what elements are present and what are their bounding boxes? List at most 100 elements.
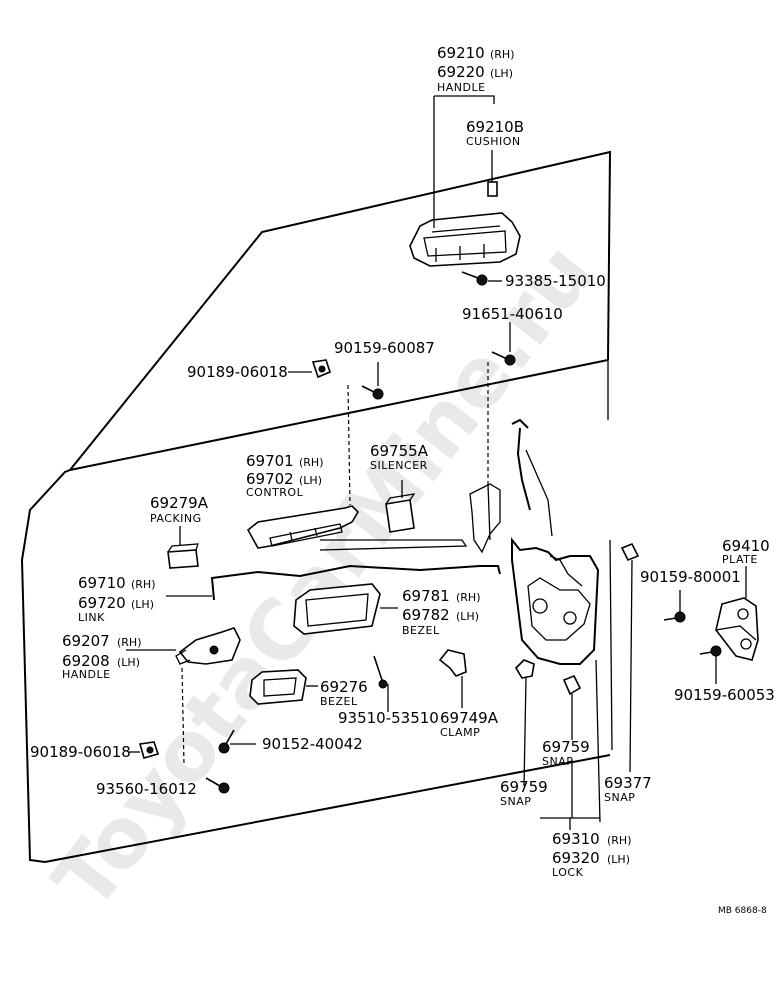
- svg-text:69320: 69320: [552, 849, 600, 867]
- label-bolt-91651: 91651-40610: [462, 305, 563, 323]
- svg-text:BEZEL: BEZEL: [320, 695, 358, 708]
- svg-text:LOCK: LOCK: [552, 866, 584, 879]
- screw-93510-part: [373, 655, 388, 689]
- label-screw-90159-80001: 90159-80001: [640, 568, 741, 586]
- snap-69759-b-part: [562, 674, 582, 696]
- svg-text:PLATE: PLATE: [722, 553, 758, 566]
- label-lock: 69310 (RH) 69320 (LH) LOCK: [552, 830, 632, 879]
- label-handle-outer: 69210 (RH) 69220 (LH) HANDLE: [433, 44, 515, 228]
- svg-text:(LH): (LH): [131, 598, 154, 611]
- link-part: [210, 564, 501, 601]
- svg-text:(RH): (RH): [490, 48, 515, 61]
- label-bezel-inner: 69781 (RH) 69782 (LH) BEZEL: [402, 587, 481, 637]
- svg-text:SNAP: SNAP: [604, 791, 635, 804]
- svg-text:69710: 69710: [78, 574, 126, 592]
- label-handle-inner: 69207 (RH) 69208 (LH) HANDLE: [62, 632, 142, 681]
- label-bezel-small: 69276 BEZEL: [320, 678, 368, 708]
- svg-text:HANDLE: HANDLE: [437, 81, 486, 94]
- label-control: 69701 (RH) 69702 (LH) CONTROL: [246, 452, 324, 499]
- svg-text:CUSHION: CUSHION: [466, 135, 521, 148]
- svg-text:(LH): (LH): [299, 474, 322, 487]
- screw-90159-80001-part: [663, 611, 686, 623]
- svg-text:SILENCER: SILENCER: [370, 459, 428, 472]
- label-packing: 69279A PACKING: [150, 494, 209, 525]
- svg-text:(LH): (LH): [456, 610, 479, 623]
- svg-text:69749A: 69749A: [440, 709, 499, 727]
- label-screw-90159-60053: 90159-60053: [674, 686, 775, 704]
- svg-text:69210B: 69210B: [466, 118, 524, 136]
- svg-text:69701: 69701: [246, 452, 294, 470]
- clamp-part: [438, 649, 467, 677]
- label-plate: 69410 PLATE: [722, 537, 770, 566]
- svg-text:CLAMP: CLAMP: [440, 726, 480, 739]
- svg-text:69279A: 69279A: [150, 494, 209, 512]
- inner-handle-part: [175, 627, 241, 665]
- snap-69759-a-part: [514, 659, 535, 679]
- plate-part: [715, 597, 759, 661]
- svg-text:(LH): (LH): [607, 853, 630, 866]
- drawing-code: MB 6868-8: [718, 906, 767, 916]
- svg-text:69781: 69781: [402, 587, 450, 605]
- svg-text:69377: 69377: [604, 774, 652, 792]
- screw-93560-part: [205, 777, 230, 794]
- label-snap-69759-b: 69759 SNAP: [542, 738, 590, 768]
- screw-90152-part: [218, 729, 235, 754]
- svg-text:(LH): (LH): [490, 67, 513, 80]
- clip-90189-top-part: [311, 359, 331, 379]
- label-screw-90159-60087: 90159-60087: [334, 339, 435, 357]
- label-cushion: 69210B CUSHION: [466, 118, 524, 148]
- svg-text:69210: 69210: [437, 44, 485, 62]
- svg-text:69782: 69782: [402, 606, 450, 624]
- control-part: [246, 505, 468, 551]
- svg-text:69220: 69220: [437, 63, 485, 81]
- screw-90159-60087-part: [361, 385, 384, 400]
- svg-text:69310: 69310: [552, 830, 600, 848]
- svg-text:(RH): (RH): [131, 578, 156, 591]
- svg-text:69755A: 69755A: [370, 442, 429, 460]
- svg-text:(RH): (RH): [456, 591, 481, 604]
- svg-text:CONTROL: CONTROL: [246, 486, 304, 499]
- svg-text:BEZEL: BEZEL: [402, 624, 440, 637]
- door-outline: [20, 150, 613, 863]
- clip-90189-bottom-part: [138, 741, 160, 759]
- svg-text:PACKING: PACKING: [150, 512, 202, 525]
- svg-text:69208: 69208: [62, 652, 110, 670]
- svg-text:(RH): (RH): [299, 456, 324, 469]
- bolt-91651-part: [491, 351, 516, 366]
- svg-text:LINK: LINK: [78, 611, 105, 624]
- svg-text:69759: 69759: [500, 778, 548, 796]
- svg-text:(LH): (LH): [117, 656, 140, 669]
- svg-text:SNAP: SNAP: [500, 795, 531, 808]
- svg-text:69410: 69410: [722, 537, 770, 555]
- screw-90159-60053-part: [699, 645, 722, 657]
- svg-text:SNAP: SNAP: [542, 755, 573, 768]
- label-clip-90189-bottom: 90189-06018: [30, 743, 131, 761]
- label-screw-93510: 93510-53510: [338, 709, 439, 727]
- svg-text:(RH): (RH): [117, 636, 142, 649]
- svg-text:69720: 69720: [78, 594, 126, 612]
- svg-text:69702: 69702: [246, 470, 294, 488]
- label-snap-69759-a: 69759 SNAP: [500, 778, 548, 808]
- label-clip-90189-top: 90189-06018: [187, 363, 288, 381]
- svg-text:HANDLE: HANDLE: [62, 668, 111, 681]
- label-screw-93560: 93560-16012: [96, 780, 197, 798]
- inner-bezel-part: [293, 583, 381, 635]
- screw-93385-part: [461, 271, 488, 286]
- svg-text:69276: 69276: [320, 678, 368, 696]
- label-screw-90152: 90152-40042: [262, 735, 363, 753]
- packing-part: [167, 543, 199, 569]
- outer-handle-part: [409, 212, 521, 267]
- svg-text:69207: 69207: [62, 632, 110, 650]
- cushion-part: [487, 181, 498, 197]
- lock-part: [469, 418, 600, 665]
- snap-69377-part: [620, 542, 640, 562]
- label-clamp: 69749A CLAMP: [440, 709, 499, 739]
- small-bezel-part: [249, 669, 307, 705]
- label-link: 69710 (RH) 69720 (LH) LINK: [78, 574, 156, 624]
- label-screw-93385: 93385-15010: [505, 272, 606, 290]
- label-silencer: 69755A SILENCER: [370, 442, 429, 472]
- label-snap-69377: 69377 SNAP: [604, 774, 652, 804]
- svg-text:(RH): (RH): [607, 834, 632, 847]
- svg-text:69759: 69759: [542, 738, 590, 756]
